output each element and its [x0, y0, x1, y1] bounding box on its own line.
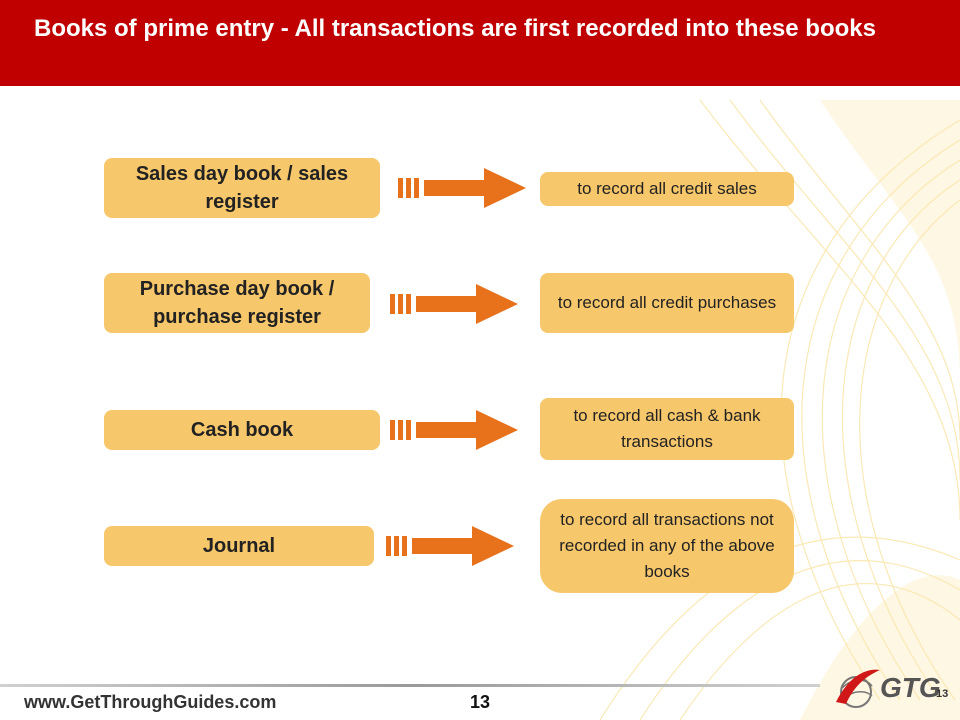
purpose-label: to record all credit sales [577, 179, 757, 198]
book-box-purchase-day-book: Purchase day book / purchase register [104, 273, 370, 333]
purpose-box-cash-bank: to record all cash & bank transactions [540, 398, 794, 460]
book-box-cash-book: Cash book [104, 410, 380, 450]
page-number: 13 [469, 692, 491, 712]
purpose-label: to record all cash & bank transactions [573, 406, 761, 451]
gtg-logo: GTG 13 [832, 664, 956, 716]
slide-title: Books of prime entry - All transactions … [34, 15, 876, 42]
footer-divider [0, 684, 820, 687]
title-bar: Books of prime entry - All transactions … [0, 0, 960, 86]
purpose-box-other-transactions: to record all transactions not recorded … [540, 499, 794, 593]
book-label: Journal [202, 535, 276, 557]
book-box-journal: Journal [104, 526, 374, 566]
arrow-right-icon [390, 284, 518, 324]
arrow-right-icon [398, 168, 526, 208]
footer-website: www.GetThroughGuides.com [24, 692, 277, 712]
book-label: Sales day book / sales register [135, 163, 349, 213]
book-label: Purchase day book / purchase register [139, 278, 335, 328]
globe-swoosh-icon [836, 669, 880, 708]
logo-page-number: 13 [936, 688, 949, 700]
book-label: Cash book [190, 419, 294, 441]
purpose-box-credit-sales: to record all credit sales [540, 172, 794, 206]
purpose-label: to record all credit purchases [557, 293, 777, 312]
book-box-sales-day-book: Sales day book / sales register [104, 158, 380, 218]
purpose-box-credit-purchases: to record all credit purchases [540, 273, 794, 333]
purpose-label: to record all transactions not recorded … [559, 510, 775, 581]
logo-text: GTG [880, 672, 941, 703]
arrow-right-icon [390, 410, 518, 450]
arrow-right-icon [386, 526, 514, 566]
